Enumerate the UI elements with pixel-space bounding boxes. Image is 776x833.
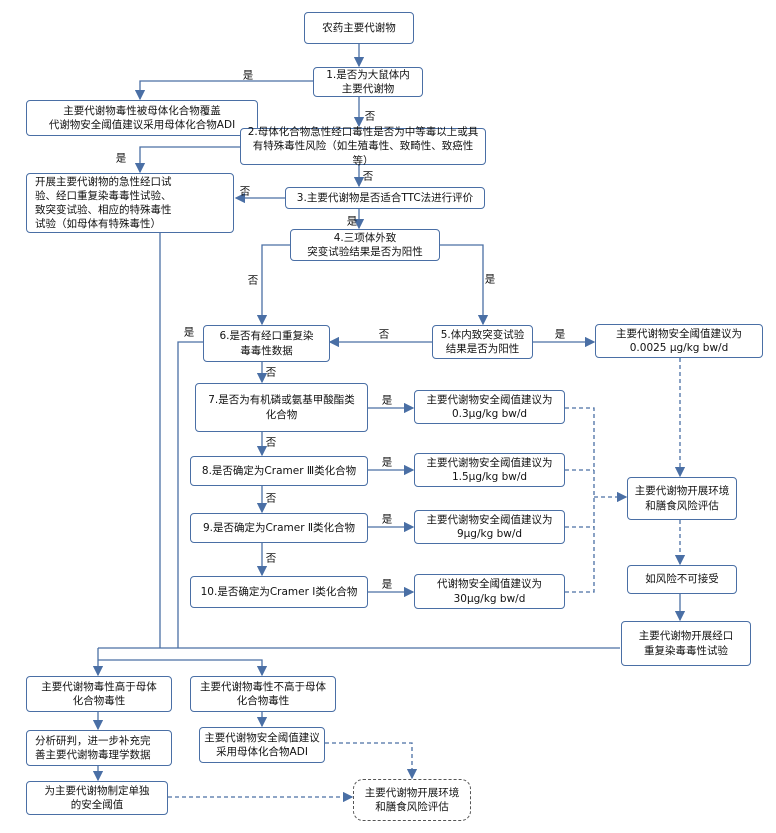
q5-in-vivo-mutagenicity: 5.体内致突变试验 结果是否为阳性 xyxy=(432,325,533,359)
exposure-risk-node-1: 主要代谢物开展环境 和膳食风险评估 xyxy=(627,477,737,520)
use-parent-adi-node: 主要代谢物安全阈值建议 采用母体化合物ADI xyxy=(199,727,325,763)
label-q3-yes: 是 xyxy=(346,215,358,228)
label-q4-yes: 是 xyxy=(484,273,496,286)
label-q8-no: 否 xyxy=(265,492,277,505)
label-q3-no: 否 xyxy=(239,185,251,198)
start-node: 农药主要代谢物 xyxy=(304,12,414,44)
q8-cramer-iii: 8.是否确定为Cramer Ⅲ类化合物 xyxy=(190,456,368,486)
label-q6-yes: 是 xyxy=(183,326,195,339)
label-q5-no: 否 xyxy=(378,328,390,341)
exposure-risk-node-2: 主要代谢物开展环境 和膳食风险评估 xyxy=(353,779,471,821)
threshold-9-node: 主要代谢物安全阈值建议为 9μg/kg bw/d xyxy=(414,510,565,544)
unacceptable-risk-node: 如风险不可接受 xyxy=(627,565,737,594)
q6-repeat-dose-data: 6.是否有经口重复染 毒毒性数据 xyxy=(203,325,330,362)
label-q1-no: 否 xyxy=(364,110,376,123)
q10-cramer-i: 10.是否确定为Cramer Ⅰ类化合物 xyxy=(190,576,368,608)
label-q6-no: 否 xyxy=(265,366,277,379)
label-q9-yes: 是 xyxy=(381,513,393,526)
label-q10-yes: 是 xyxy=(381,578,393,591)
q1-rat-metabolite: 1.是否为大鼠体内 主要代谢物 xyxy=(313,67,423,97)
set-threshold-node: 为主要代谢物制定单独 的安全阈值 xyxy=(26,781,168,815)
label-q9-no: 否 xyxy=(265,552,277,565)
threshold-1.5-node: 主要代谢物安全阈值建议为 1.5μg/kg bw/d xyxy=(414,453,565,487)
label-q7-yes: 是 xyxy=(381,394,393,407)
threshold-0.0025-node: 主要代谢物安全阈值建议为 0.0025 μg/kg bw/d xyxy=(595,324,763,358)
repeat-dose-test-node: 主要代谢物开展经口 重复染毒毒性试验 xyxy=(621,621,751,666)
q2-acute-toxicity: 2.母体化合物急性经口毒性是否为中等毒以上或具 有特殊毒性风险（如生殖毒性、致畸… xyxy=(240,126,486,167)
q3-ttc-applicable: 3.主要代谢物是否适合TTC法进行评价 xyxy=(285,187,485,209)
analyze-supplement-node: 分析研判，进一步补充完 善主要代谢物毒理学数据 xyxy=(26,730,172,766)
threshold-0.3-node: 主要代谢物安全阈值建议为 0.3μg/kg bw/d xyxy=(414,390,565,424)
label-q5-yes: 是 xyxy=(554,328,566,341)
threshold-30-node: 代谢物安全阈值建议为 30μg/kg bw/d xyxy=(414,574,565,609)
label-q1-yes: 是 xyxy=(242,69,254,82)
q4-in-vitro-mutagenicity: 4.三项体外致 突变试验结果是否为阳性 xyxy=(290,229,440,261)
q9-cramer-ii: 9.是否确定为Cramer Ⅱ类化合物 xyxy=(190,513,368,543)
label-q2-no: 否 xyxy=(362,170,374,183)
label-q4-no: 否 xyxy=(247,274,259,287)
toxicity-not-higher-node: 主要代谢物毒性不高于母体 化合物毒性 xyxy=(190,676,336,712)
label-q7-no: 否 xyxy=(265,436,277,449)
label-q2-yes: 是 xyxy=(115,152,127,165)
cover-adi-node: 主要代谢物毒性被母体化合物覆盖 代谢物安全阈值建议采用母体化合物ADI xyxy=(26,100,258,136)
label-q8-yes: 是 xyxy=(381,456,393,469)
special-tests-node: 开展主要代谢物的急性经口试 验、经口重复染毒毒性试验、 致突变试验、相应的特殊毒… xyxy=(26,173,234,233)
toxicity-higher-node: 主要代谢物毒性高于母体 化合物毒性 xyxy=(26,676,172,712)
q7-organophosphate-carbamate: 7.是否为有机磷或氨基甲酸酯类 化合物 xyxy=(195,383,368,432)
